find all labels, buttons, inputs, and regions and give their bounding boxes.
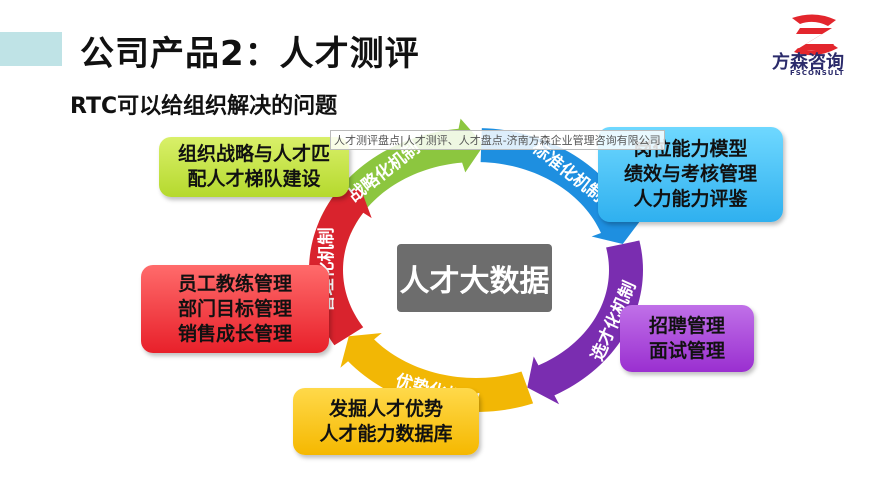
fs-logo-icon	[792, 14, 838, 56]
box-recruit-line-1: 招聘管理	[648, 314, 725, 337]
box-standard-line-3: 人力能力评鉴	[633, 188, 748, 210]
core-big-data: 人才大数据	[397, 244, 552, 312]
box-standard-line-2: 绩效与考核管理	[623, 163, 757, 185]
box-coach-line-2: 部门目标管理	[177, 297, 292, 320]
logo-name: 方森咨询	[772, 52, 844, 73]
box-recruit-line-2: 面试管理	[648, 339, 725, 362]
box-talent-line-2: 人才能力数据库	[319, 422, 453, 445]
page-title: 公司产品2：人才测评	[80, 34, 420, 74]
box-strategy-line-2: 配人才梯队建设	[187, 168, 321, 190]
watermark-text: 人才测评盘点|人才测评、人才盘点-济南方森企业管理咨询有限公司	[330, 130, 665, 150]
box-coach-line-1: 员工教练管理	[177, 272, 292, 295]
title-accent-bar	[0, 32, 62, 66]
cycle-arrow-4	[340, 332, 534, 412]
box-coach: 员工教练管理 部门目标管理 销售成长管理	[141, 265, 329, 353]
box-coach-line-3: 销售成长管理	[177, 322, 292, 345]
box-talent: 发掘人才优势 人才能力数据库	[293, 388, 479, 455]
box-recruit: 招聘管理 面试管理	[620, 305, 754, 372]
box-strategy-line-1: 组织战略与人才匹	[177, 143, 330, 165]
logo-sub: FSCONSULT	[790, 69, 845, 77]
box-talent-line-1: 发掘人才优势	[328, 397, 443, 420]
box-strategy: 组织战略与人才匹 配人才梯队建设	[159, 137, 349, 197]
cycle-arrow-3	[527, 240, 643, 405]
page-subtitle: RTC可以给组织解决的问题	[70, 94, 338, 119]
